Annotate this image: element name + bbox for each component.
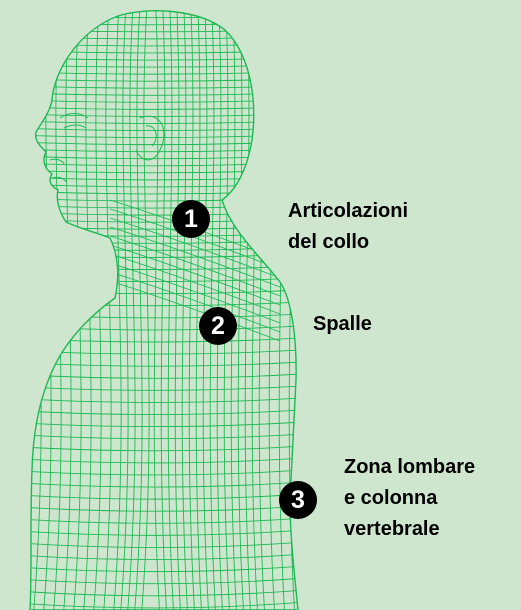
mesh-line-vertical [120,0,128,610]
mesh-line-horizontal [0,20,365,25]
mesh-line-vertical [73,0,81,610]
mesh-line-horizontal [0,118,365,124]
mesh-line-horizontal [0,298,365,306]
mesh-line-vertical [23,0,31,610]
mesh-line-vertical [168,0,174,610]
mesh-line-neck [110,281,280,341]
marker-2-number: 2 [211,312,225,340]
mesh-line-horizontal [0,173,365,180]
mesh-line-vertical [43,0,51,610]
label-1-line-1: Articolazioni [288,196,408,227]
mesh-line-horizontal [0,76,365,81]
mesh-line-horizontal [0,90,365,96]
marker-1-number: 1 [184,205,198,233]
mesh-line-vertical [245,0,251,610]
mesh-line-vertical [33,0,41,610]
mesh-line-vertical [269,0,275,610]
mesh-line-vertical [279,0,285,610]
mesh-line-horizontal [0,525,365,536]
label-2-line-1: Spalle [313,309,372,340]
label-3-line-2: e colonna [344,483,475,514]
mesh-line-horizontal [0,159,365,165]
mesh-line-vertical [127,0,135,610]
mesh-line-vertical [161,0,167,610]
mesh-line-horizontal [0,310,365,318]
label-1-line-2: del collo [288,227,408,258]
mesh-line-horizontal [0,97,365,103]
mesh-line-horizontal [0,145,365,151]
mesh-line-neck [110,254,280,314]
mesh-line-vertical [141,0,149,610]
mesh-line-horizontal [0,572,365,583]
marker-2: 2 [199,307,237,345]
mesh-line-horizontal [0,180,365,187]
mesh-line-horizontal [0,152,365,158]
label-neck-joints: Articolazioni del collo [288,196,408,258]
mesh-line-vertical [83,0,91,610]
wireframe-mesh [0,0,365,610]
mesh-line-horizontal [0,537,365,548]
mesh-line-horizontal [0,69,365,74]
mesh-line-neck [110,236,280,296]
label-shoulders: Spalle [313,309,372,340]
mesh-line-horizontal [0,48,365,53]
mesh-line-horizontal [0,6,365,11]
mesh-line-horizontal [0,262,365,270]
marker-1: 1 [172,200,210,238]
mesh-line-vertical [238,0,244,610]
mesh-line-horizontal [0,55,365,60]
mesh-line-horizontal [0,41,365,46]
mesh-line-vertical [53,0,61,610]
label-3-line-1: Zona lombare [344,452,475,483]
label-lower-back-spine: Zona lombare e colonna vertebrale [344,452,475,545]
marker-3-number: 3 [291,486,305,514]
mesh-line-vertical [13,0,21,610]
mesh-line-vertical [134,0,142,610]
mesh-line-horizontal [0,548,365,559]
mesh-line-vertical [93,0,101,610]
mesh-line-vertical [259,0,265,610]
mesh-line-horizontal [0,27,365,32]
mesh-line-horizontal [0,34,365,39]
mesh-line-horizontal [0,560,365,571]
label-3-line-3: vertebrale [344,514,475,545]
body-outline [30,11,298,610]
mesh-line-vertical [175,0,181,610]
mesh-line-horizontal [0,132,365,138]
mesh-line-vertical [63,0,71,610]
mesh-line-vertical [189,0,195,610]
mesh-line-vertical [154,0,160,610]
mesh-line-horizontal [0,166,365,172]
mesh-line-vertical [309,0,315,610]
mesh-line-horizontal [0,104,365,110]
mesh-line-vertical [113,0,121,610]
mesh-line-horizontal [0,139,365,145]
mesh-line-horizontal [0,13,365,18]
mesh-line-horizontal [0,125,365,131]
mesh-line-horizontal [0,62,365,67]
mesh-line-horizontal [0,322,365,330]
marker-3: 3 [279,481,317,519]
mesh-line-horizontal [0,111,365,117]
